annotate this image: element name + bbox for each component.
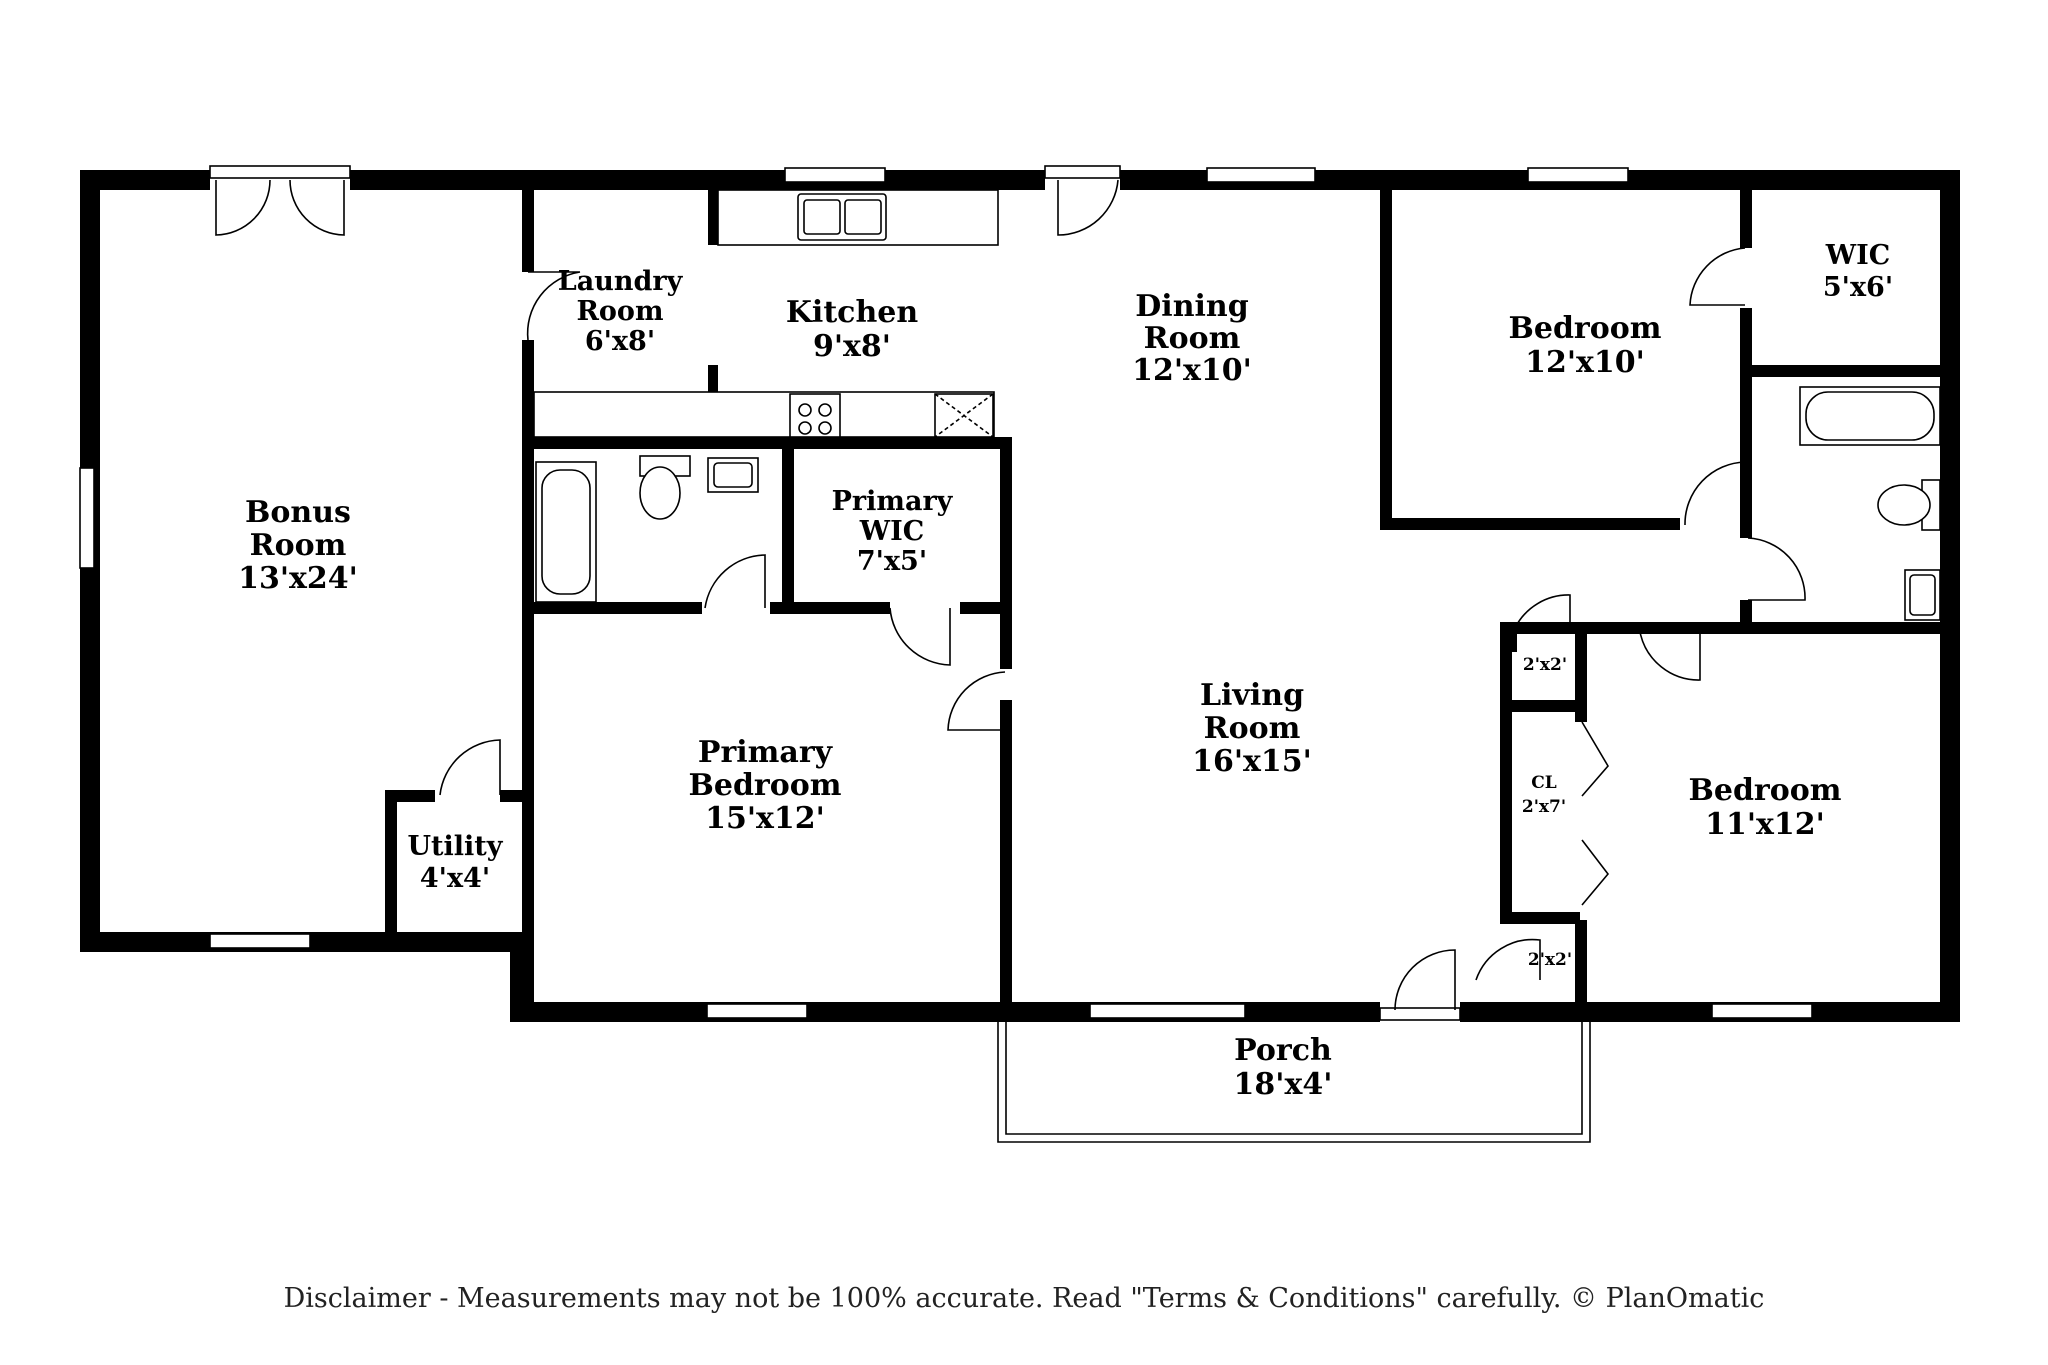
label-porch-size: 18'x4'	[1234, 1067, 1333, 1102]
label-primary-bedroom-name2: Bedroom	[689, 768, 842, 803]
label-utility-name1: Utility	[408, 831, 504, 862]
door-laundry	[526, 271, 581, 341]
label-wic-ne-size: 5'x6'	[1823, 272, 1893, 303]
window-dining	[1206, 167, 1316, 183]
label-bedroom-se-name1: Bedroom	[1689, 773, 1842, 808]
windows	[79, 167, 1813, 1019]
exterior-walls	[80, 170, 1960, 1022]
window-living	[1089, 1003, 1246, 1019]
toilet-icon	[639, 466, 681, 520]
window-primary-bedroom	[706, 1003, 808, 1019]
label-kitchen-name1: Kitchen	[786, 295, 918, 330]
stove-icon	[789, 393, 841, 438]
label-living-name1: Living	[1200, 678, 1304, 713]
porch-outline	[997, 1022, 1591, 1143]
label-primary-wic-size: 7'x5'	[857, 546, 927, 577]
label-closet-bottom-size: 2'x2'	[1528, 950, 1572, 970]
label-wic-ne-name1: WIC	[1825, 240, 1890, 271]
window-bedroom-ne	[1527, 167, 1629, 183]
window-bonus-south	[209, 933, 311, 949]
label-bonus-size: 13'x24'	[238, 561, 358, 596]
label-utility-size: 4'x4'	[420, 863, 490, 894]
label-laundry-name2: Room	[576, 296, 663, 327]
label-bedroom-se-size: 11'x12'	[1705, 807, 1825, 842]
bathtub-icon	[535, 461, 597, 603]
label-kitchen-size: 9'x8'	[813, 329, 891, 364]
label-dining-size: 12'x10'	[1132, 353, 1252, 388]
door-cl-bifold-bottom	[1581, 839, 1610, 906]
label-laundry-size: 6'x8'	[585, 326, 655, 357]
window-bedroom-se	[1711, 1003, 1813, 1019]
label-laundry-name1: Laundry	[558, 266, 684, 297]
label-dining-name1: Dining	[1135, 289, 1248, 324]
label-living-name2: Room	[1204, 711, 1301, 746]
label-closet-cl-size: 2'x7'	[1522, 797, 1566, 817]
label-primary-wic-name2: WIC	[859, 516, 924, 547]
label-bonus-name2: Room	[250, 528, 347, 563]
door-bonus-left	[215, 179, 271, 236]
label-primary-wic-name1: Primary	[832, 486, 954, 517]
fixtures	[533, 189, 1941, 621]
bathtub-2-icon	[1799, 386, 1941, 446]
label-bedroom-ne-name1: Bedroom	[1509, 311, 1662, 346]
label-bedroom-ne-size: 12'x10'	[1525, 345, 1645, 380]
label-primary-bedroom-name1: Primary	[698, 735, 834, 770]
door-bonus-right	[289, 179, 345, 236]
label-closet-top-size: 2'x2'	[1523, 655, 1567, 675]
doors	[209, 165, 1806, 1026]
kitchen-sink-icon	[797, 193, 887, 241]
label-bonus-name1: Bonus	[245, 495, 351, 530]
kitchen-counter-bottom	[533, 391, 995, 438]
interior-walls	[385, 190, 1950, 1002]
disclaimer-text: Disclaimer - Measurements may not be 100…	[283, 1283, 1765, 1314]
label-primary-bedroom-size: 15'x12'	[705, 801, 825, 836]
label-living-size: 16'x15'	[1192, 744, 1312, 779]
toilet-2-icon	[1877, 484, 1931, 526]
label-porch-name1: Porch	[1234, 1033, 1332, 1068]
door-cl-bifold-top	[1581, 721, 1609, 797]
window-bonus-west	[79, 467, 95, 569]
window-kitchen	[784, 167, 886, 183]
label-dining-name2: Room	[1144, 321, 1241, 356]
room-labels: Bonus Room 13'x24' Laundry Room 6'x8' Ki…	[238, 240, 1893, 1102]
label-closet-cl-name1: CL	[1531, 773, 1557, 793]
